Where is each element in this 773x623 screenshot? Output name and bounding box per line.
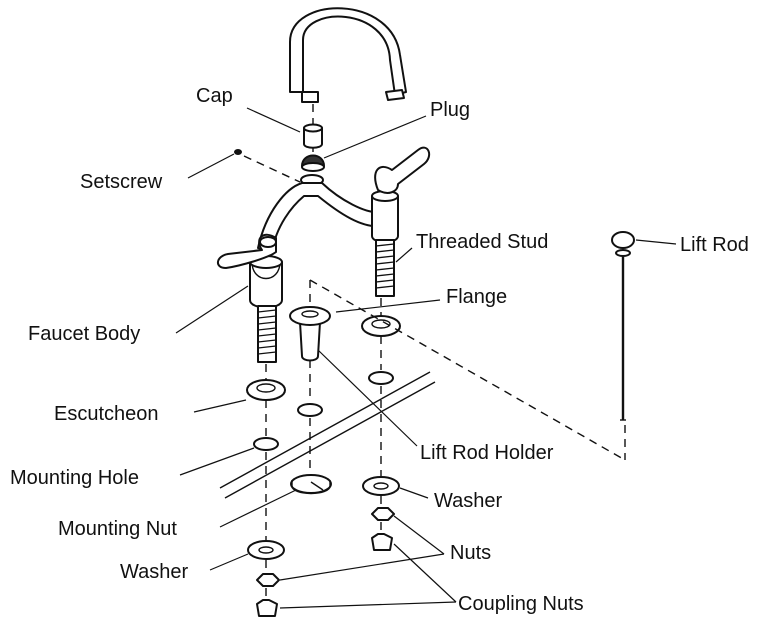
threaded-stud-left xyxy=(257,305,277,363)
cap-part xyxy=(303,123,323,149)
label-flange: Flange xyxy=(446,286,508,308)
label-washer-left: Washer xyxy=(120,561,189,583)
label-washer-right: Washer xyxy=(434,490,503,512)
leader-lines xyxy=(175,107,677,609)
assembly-lines xyxy=(265,104,626,598)
label-mounting-hole: Mounting Hole xyxy=(10,467,139,489)
mounting-hole-center xyxy=(297,403,323,417)
washer-right-part xyxy=(362,476,400,496)
plug-part xyxy=(301,154,325,172)
threaded-stud-right xyxy=(375,239,395,297)
label-coupling-nuts: Coupling Nuts xyxy=(458,593,584,615)
setscrew-part xyxy=(234,149,242,155)
nut-right-part xyxy=(371,507,395,521)
flange-part xyxy=(289,306,331,362)
escutcheon-left xyxy=(246,379,286,401)
coupling-nut-left-part xyxy=(256,599,278,617)
label-plug: Plug xyxy=(430,99,471,121)
faucet-body-bridge xyxy=(217,146,431,309)
mounting-hole-left xyxy=(253,437,279,451)
label-escutcheon: Escutcheon xyxy=(54,403,159,425)
label-cap: Cap xyxy=(196,85,233,107)
spout xyxy=(289,7,407,103)
label-setscrew: Setscrew xyxy=(80,171,163,193)
mounting-hole-right xyxy=(368,371,394,385)
label-lift-rod-holder: Lift Rod Holder xyxy=(420,442,554,464)
coupling-nut-right-part xyxy=(371,533,393,551)
label-faucet-body: Faucet Body xyxy=(28,323,141,345)
label-threaded-stud: Threaded Stud xyxy=(416,231,549,253)
washer-left-part xyxy=(247,540,285,560)
escutcheon-right xyxy=(361,315,401,337)
mounting-nut-part xyxy=(290,474,332,495)
lift-rod-part xyxy=(611,231,635,421)
label-lift-rod: Lift Rod xyxy=(680,234,749,256)
nut-left-part xyxy=(256,573,280,587)
label-nuts: Nuts xyxy=(450,542,492,564)
sink-deck xyxy=(219,371,436,499)
label-mounting-nut: Mounting Nut xyxy=(58,518,177,540)
